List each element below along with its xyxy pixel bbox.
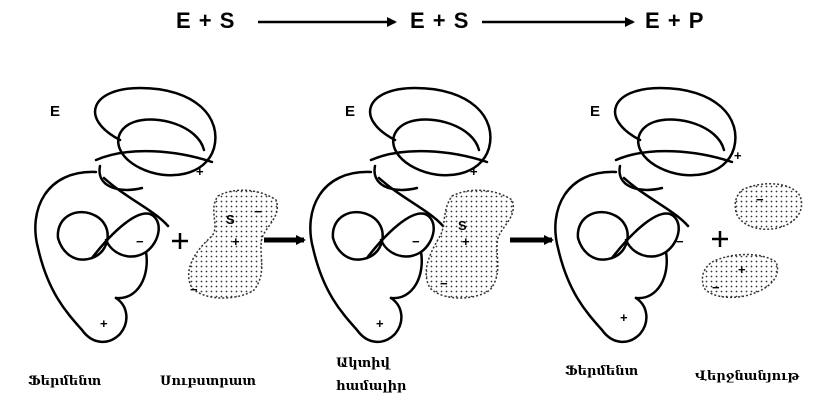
caption-active-complex-line2: համալիր	[336, 375, 406, 398]
positive-charge: +	[232, 234, 240, 249]
substrate-label-2: S	[458, 218, 467, 233]
negative-charge: −	[136, 234, 144, 249]
positive-charge: +	[620, 310, 628, 325]
plus-sign-2	[712, 231, 728, 247]
negative-charge: −	[756, 192, 764, 207]
enzyme-label-1: E	[50, 103, 60, 120]
negative-charge: −	[254, 204, 262, 219]
caption-enzyme-1: Ֆերմենտ	[28, 370, 101, 393]
negative-charge: −	[712, 280, 720, 295]
caption-active-complex-line1: Ակտիվ	[336, 352, 406, 375]
caption-active-complex: Ակտիվ համալիր	[336, 352, 406, 398]
enzyme-shape-3	[555, 88, 735, 342]
plus-sign-1	[172, 233, 188, 249]
positive-charge: +	[100, 316, 108, 331]
caption-enzyme-2: Ֆերմենտ	[565, 360, 638, 383]
caption-product: Վերջնանյութ	[695, 365, 799, 388]
enzyme-label-3: E	[590, 103, 600, 120]
enzyme-label-2: E	[345, 103, 355, 120]
product-shape-1	[735, 184, 801, 229]
substrate-label-1: S	[226, 212, 235, 227]
positive-charge: +	[734, 148, 742, 163]
negative-charge: −	[190, 282, 198, 297]
positive-charge: +	[376, 316, 384, 331]
positive-charge: +	[462, 234, 470, 249]
caption-substrate: Սուբստրատ	[160, 370, 256, 393]
positive-charge: +	[196, 164, 204, 179]
positive-charge: +	[470, 164, 478, 179]
enzyme-shape-1	[35, 88, 215, 342]
negative-charge: −	[440, 276, 448, 291]
positive-charge: +	[738, 262, 746, 277]
negative-charge: −	[676, 234, 684, 249]
negative-charge: −	[412, 234, 420, 249]
